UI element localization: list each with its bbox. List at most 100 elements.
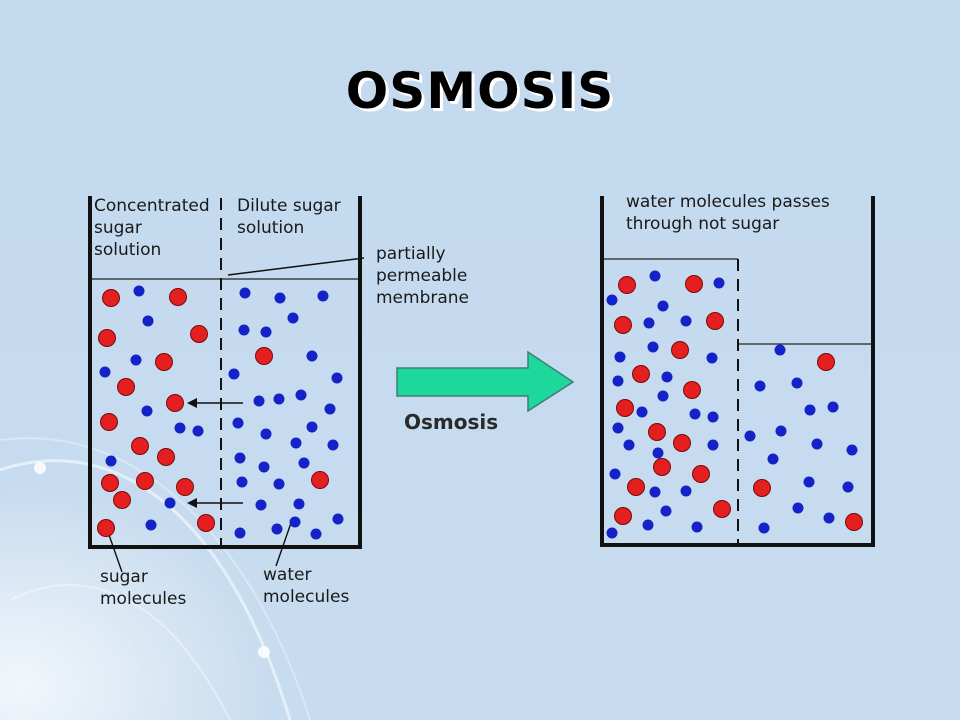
water-molecule xyxy=(234,527,246,539)
label-membrane: partially permeable membrane xyxy=(376,244,473,308)
water-molecule xyxy=(260,326,272,338)
water-molecule xyxy=(713,277,725,289)
water-molecule xyxy=(706,352,718,364)
sugar-molecule xyxy=(155,353,173,371)
sugar-molecule xyxy=(845,513,863,531)
water-molecule xyxy=(255,499,267,511)
membrane-pointer xyxy=(227,257,365,276)
sugar-molecule xyxy=(255,347,273,365)
sugar-molecule xyxy=(627,478,645,496)
water-molecule xyxy=(661,371,673,383)
water-molecule xyxy=(643,317,655,329)
sugar-molecule xyxy=(653,458,671,476)
water-molecule xyxy=(192,425,204,437)
water-molecule xyxy=(287,312,299,324)
sugar-molecule xyxy=(197,514,215,532)
sugar-molecule xyxy=(136,472,154,490)
water-molecule xyxy=(791,377,803,389)
water-molecule xyxy=(775,425,787,437)
water-molecule xyxy=(649,270,661,282)
water-molecule xyxy=(660,505,672,517)
water-molecule xyxy=(680,315,692,327)
left-molecules xyxy=(97,285,344,540)
water-molecule xyxy=(754,380,766,392)
water-molecule xyxy=(647,341,659,353)
water-molecule xyxy=(273,393,285,405)
water-molecule xyxy=(274,292,286,304)
water-molecule xyxy=(680,485,692,497)
sugar-molecule xyxy=(713,500,731,518)
left-beaker: Concentrated sugar solution Dilute sugar… xyxy=(88,196,473,609)
water-molecule xyxy=(803,476,815,488)
sugar-molecule xyxy=(166,394,184,412)
water-molecule xyxy=(253,395,265,407)
water-molecule xyxy=(289,516,301,528)
sugar-molecule xyxy=(100,413,118,431)
water-molecule xyxy=(612,375,624,387)
water-molecule xyxy=(228,368,240,380)
sugar-molecule xyxy=(113,491,131,509)
sugar-molecule xyxy=(614,316,632,334)
water-molecule xyxy=(164,497,176,509)
big-arrow-shape xyxy=(396,350,575,413)
water-molecule xyxy=(827,401,839,413)
water-molecule xyxy=(606,527,618,539)
water-molecule xyxy=(174,422,186,434)
sugar-molecule xyxy=(117,378,135,396)
water-molecule xyxy=(142,315,154,327)
page-title: OSMOSIS xyxy=(345,62,615,120)
water-molecule xyxy=(657,390,669,402)
sugar-molecule xyxy=(176,478,194,496)
sugar-molecule xyxy=(671,341,689,359)
water-molecule xyxy=(295,389,307,401)
water-molecule xyxy=(258,461,270,473)
sugar-molecule xyxy=(311,471,329,489)
label-water-molecules: water molecules xyxy=(263,565,349,607)
label-dilute: Dilute sugar solution xyxy=(237,196,346,238)
right-molecules xyxy=(606,270,863,539)
water-molecule xyxy=(606,294,618,306)
sugar-molecule xyxy=(157,448,175,466)
sugar-molecule xyxy=(648,423,666,441)
water-molecule xyxy=(846,444,858,456)
sugar-molecule xyxy=(131,437,149,455)
sugar-molecule xyxy=(616,399,634,417)
water-molecule xyxy=(804,404,816,416)
water-molecule xyxy=(239,287,251,299)
water-molecule xyxy=(317,290,329,302)
water-molecule xyxy=(260,428,272,440)
sugar-molecule xyxy=(685,275,703,293)
water-molecule xyxy=(306,421,318,433)
water-molecule xyxy=(758,522,770,534)
label-concentrated: Concentrated sugar solution xyxy=(94,196,215,260)
water-molecule xyxy=(273,478,285,490)
water-molecule xyxy=(649,486,661,498)
sugar-molecule xyxy=(190,325,208,343)
water-molecule xyxy=(642,519,654,531)
water-molecule xyxy=(707,411,719,423)
water-molecule xyxy=(636,406,648,418)
sugar-molecule xyxy=(101,474,119,492)
water-molecule xyxy=(842,481,854,493)
water-molecule xyxy=(271,523,283,535)
water-molecule xyxy=(792,502,804,514)
water-molecule xyxy=(145,519,157,531)
water-molecule xyxy=(310,528,322,540)
water-pointer xyxy=(275,522,292,567)
water-molecule xyxy=(298,457,310,469)
sugar-molecule xyxy=(817,353,835,371)
water-molecule xyxy=(609,468,621,480)
water-molecule xyxy=(141,405,153,417)
water-molecule xyxy=(327,439,339,451)
water-molecule xyxy=(332,513,344,525)
sugar-molecule xyxy=(169,288,187,306)
water-molecule xyxy=(811,438,823,450)
water-molecule xyxy=(133,285,145,297)
sugar-molecule xyxy=(97,519,115,537)
water-molecule xyxy=(614,351,626,363)
water-molecule xyxy=(623,439,635,451)
sugar-molecule xyxy=(683,381,701,399)
